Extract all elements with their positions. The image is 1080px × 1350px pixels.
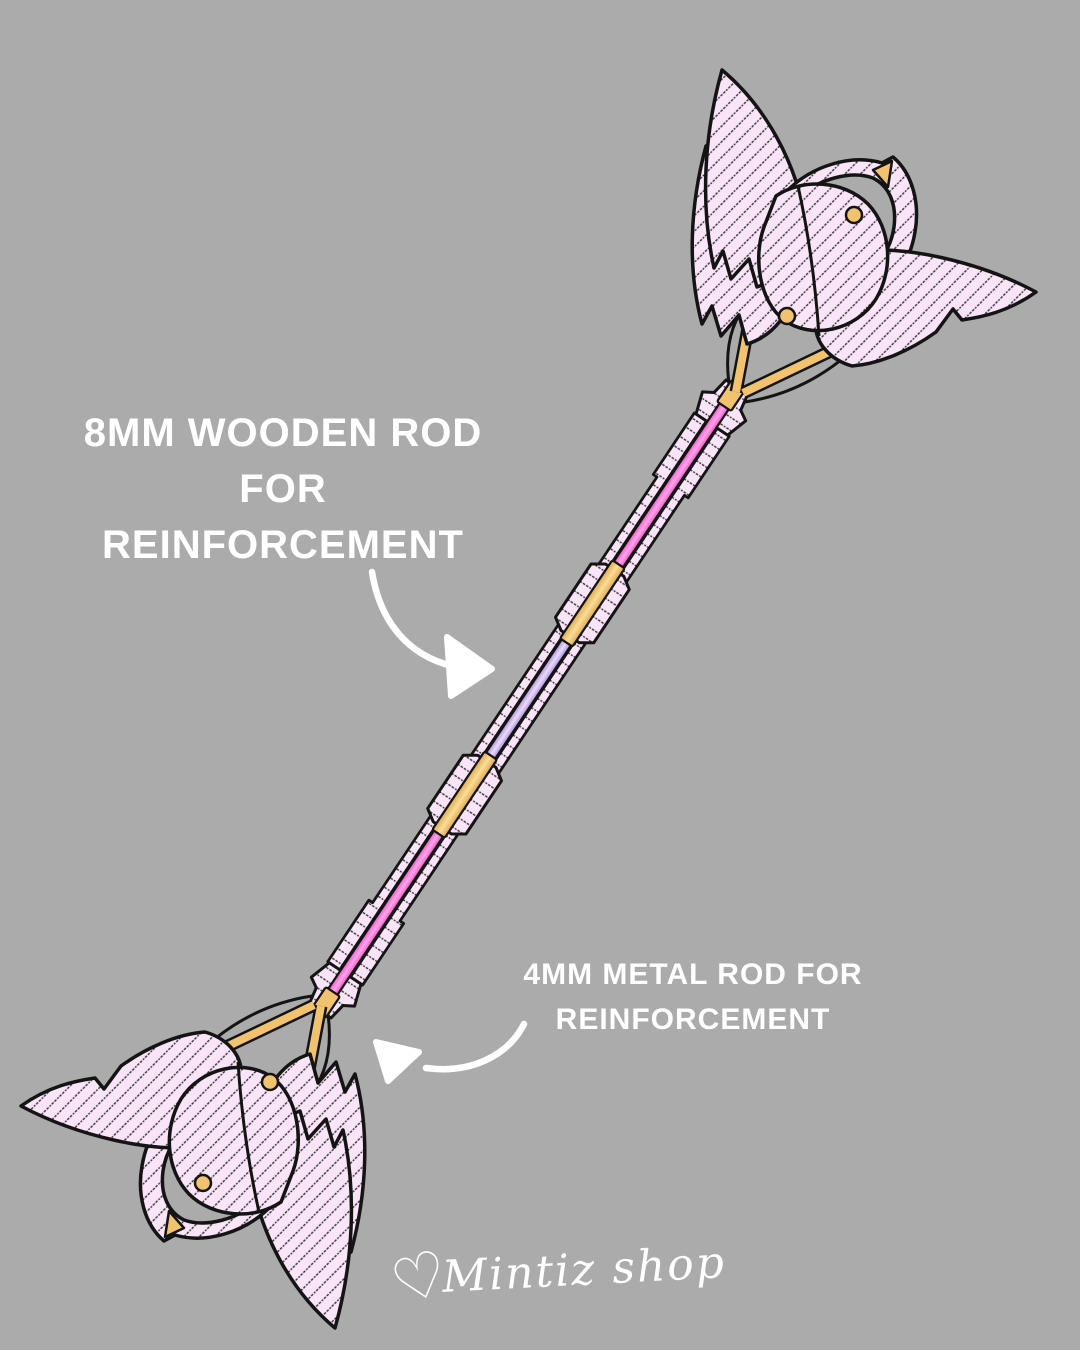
heart-icon: ♡ — [382, 1234, 457, 1321]
annotation-wooden-rod-line1: 8MM WOODEN ROD — [83, 411, 483, 455]
annotation-wooden-rod: 8MM WOODEN ROD FOR REINFORCEMENT — [58, 405, 508, 573]
gold-connector — [559, 559, 626, 647]
gold-connector — [431, 751, 498, 839]
annotation-metal-rod-line2: REINFORCEMENT — [555, 1003, 831, 1036]
annotation-metal-rod-line1: 4MM METAL ROD FOR — [523, 958, 863, 991]
annotation-metal-rod: 4MM METAL ROD FOR REINFORCEMENT — [493, 952, 893, 1042]
curved-arrow-icon — [368, 568, 495, 699]
staff-shaft — [307, 378, 750, 1020]
annotation-wooden-rod-line2: FOR REINFORCEMENT — [102, 467, 464, 567]
curved-arrow-icon — [373, 1020, 528, 1084]
watermark-text: Mintiz shop — [440, 1237, 728, 1303]
